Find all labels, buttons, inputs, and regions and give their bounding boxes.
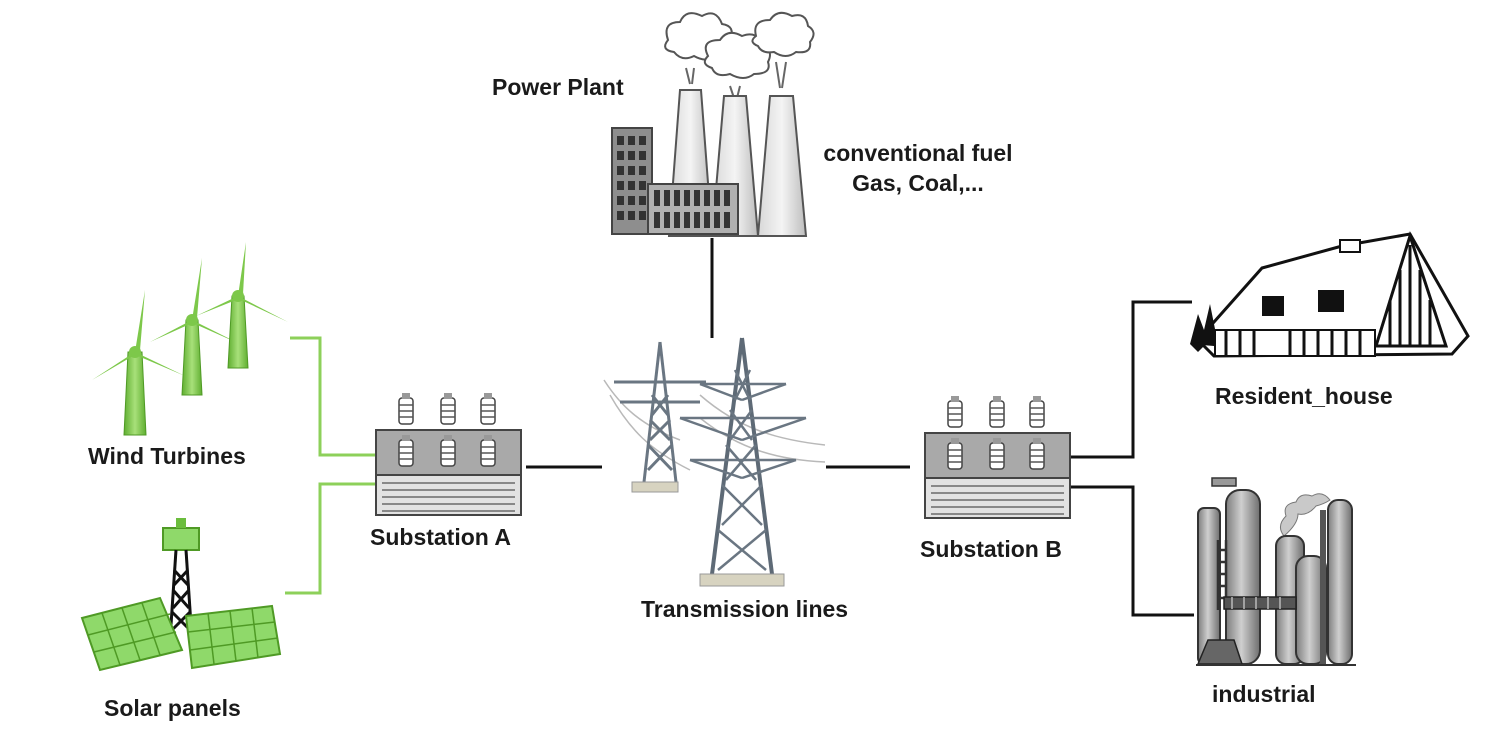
- solar-panels-icon: [80, 518, 282, 672]
- grid-connections: [526, 238, 1194, 617]
- substation-a-icon: [376, 393, 521, 515]
- industrial-plant-icon: [1196, 477, 1356, 666]
- substation-a-label: Substation A: [370, 524, 511, 550]
- power-plant-label: Power Plant: [492, 74, 624, 100]
- resident-house-label: Resident_house: [1215, 383, 1393, 409]
- house-icon: [1190, 231, 1470, 358]
- renewable-connections: [285, 336, 376, 595]
- industrial-label: industrial: [1212, 681, 1316, 707]
- power-plant-icon: [611, 11, 815, 237]
- fuel-type-label-line2: Gas, Coal,...: [852, 170, 984, 196]
- fuel-type-label-line1: conventional fuel: [823, 140, 1013, 166]
- solar-panels-label: Solar panels: [104, 695, 241, 721]
- wind-turbines-label: Wind Turbines: [88, 443, 246, 469]
- transmission-lines-label: Transmission lines: [641, 596, 849, 622]
- substation-b-label: Substation B: [920, 536, 1062, 562]
- wind-turbines-icon: [92, 242, 288, 436]
- substation-b-icon: [925, 396, 1070, 518]
- transmission-tower-icon: [603, 337, 826, 587]
